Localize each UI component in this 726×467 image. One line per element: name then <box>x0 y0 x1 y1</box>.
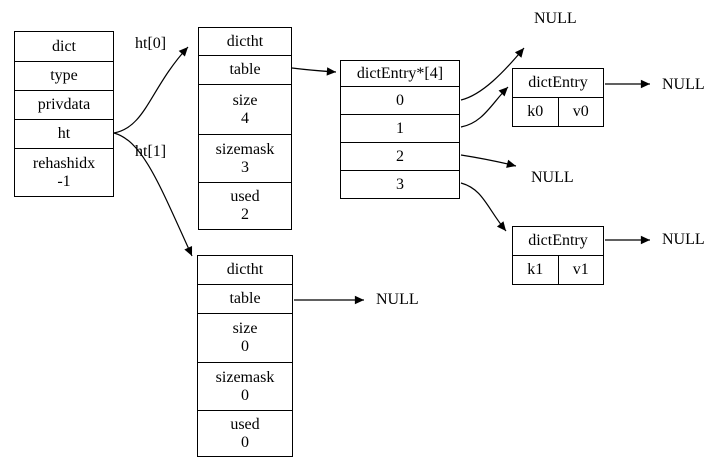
dict-field-rehashidx: rehashidx -1 <box>15 148 113 196</box>
bucket-array-node: dictEntry*[4] 0 1 2 3 <box>340 60 460 199</box>
hashtable1-node: dictht table size 0 sizemask 0 used 0 <box>197 255 293 457</box>
bucket-title-row: dictEntry*[4] <box>356 64 444 82</box>
null-label-bucket0: NULL <box>534 10 577 27</box>
dict-field-type: type <box>15 61 113 90</box>
entry0-value-cell: v0 <box>557 98 604 126</box>
ht0-used-value: 2 <box>241 206 249 223</box>
null-label-entry0-next: NULL <box>662 76 705 93</box>
bucket-slot-3: 3 <box>341 170 459 198</box>
dict-title-row: dict <box>15 32 113 61</box>
ht1-field-size: size 0 <box>198 313 292 362</box>
ht1-used-value: 0 <box>241 433 249 451</box>
entry0-kv-row: k0 v0 <box>513 97 603 126</box>
edge-slot1-to-entry0-arrow <box>460 86 509 128</box>
bucket-slot-1: 1 <box>341 114 459 142</box>
dict-field-ht: ht <box>15 119 113 148</box>
edge-ht0-table-to-buckets-arrow <box>291 67 337 76</box>
entry1-title-row: dictEntry <box>528 232 588 250</box>
edge-slot2-to-null-arrow <box>460 154 517 168</box>
ht0-field-size: size 4 <box>199 84 291 134</box>
edge-slot3-to-entry1-arrow <box>460 182 507 232</box>
null-label-entry1-next: NULL <box>662 231 705 248</box>
ht1-size-value: 0 <box>241 338 249 355</box>
entry1-key-cell: k1 <box>527 261 544 279</box>
edge-ht0-arrow <box>113 46 189 134</box>
rehashidx-value: -1 <box>57 172 71 190</box>
null-label-bucket2: NULL <box>531 169 574 186</box>
bucket-slot-0: 0 <box>341 86 459 114</box>
entry1-value-cell: v1 <box>557 256 604 284</box>
edge-label-ht1: ht[1] <box>135 143 167 160</box>
dict-field-privdata: privdata <box>15 90 113 119</box>
ht1-field-used: used 0 <box>198 410 292 456</box>
entry1-kv-row: k1 v1 <box>513 255 603 284</box>
dict-entry1-node: dictEntry k1 v1 <box>512 226 604 285</box>
bucket-slot-2: 2 <box>341 142 459 170</box>
ht0-title-row: dictht <box>226 32 264 50</box>
null-label-ht1-table: NULL <box>376 291 419 308</box>
dict-node: dict type privdata ht rehashidx -1 <box>14 31 114 197</box>
ht0-field-table: table <box>199 55 291 84</box>
dict-title: dict <box>52 37 76 55</box>
ht0-field-sizemask: sizemask 3 <box>199 134 291 182</box>
dict-entry0-node: dictEntry k0 v0 <box>512 68 604 127</box>
ht1-title-row: dictht <box>226 261 264 279</box>
ht1-field-sizemask: sizemask 0 <box>198 362 292 410</box>
entry0-key-cell: k0 <box>527 103 544 121</box>
hashtable0-node: dictht table size 4 sizemask 3 used 2 <box>198 27 292 230</box>
ht0-field-used: used 2 <box>199 182 291 229</box>
edge-label-ht0: ht[0] <box>135 35 167 52</box>
ht1-field-table: table <box>198 284 292 313</box>
ht0-size-value: 4 <box>241 109 249 127</box>
entry0-title-row: dictEntry <box>528 74 588 92</box>
ht0-sizemask-value: 3 <box>241 158 249 176</box>
ht1-sizemask-value: 0 <box>241 386 249 404</box>
